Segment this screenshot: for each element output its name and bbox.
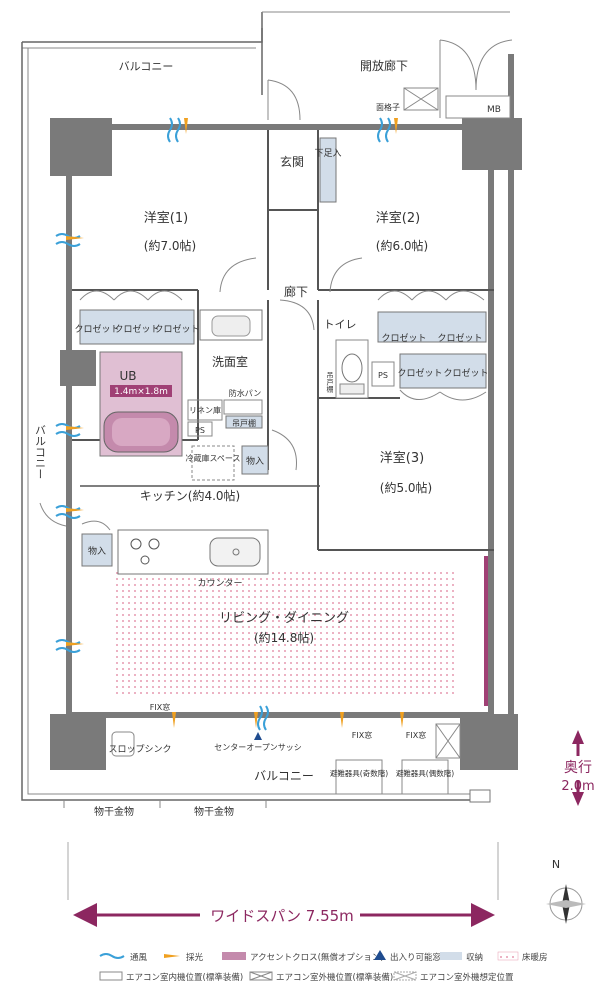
escape-even-label: 避難器具(偶数階) [396, 768, 454, 778]
legend-heating: 床暖房 [522, 952, 548, 963]
legend-ac-indoor-icon [99, 971, 123, 981]
legend-ac-indoor: エアコン室内機位置(標準装備) [126, 972, 243, 983]
storage-kitchen [241, 445, 269, 475]
ps-label-2: PS [378, 371, 388, 380]
toilet-bowl [341, 353, 363, 383]
room2-size: (約6.0帖) [376, 238, 428, 253]
legend-accent: アクセントクロス(無償オプション) [250, 952, 384, 963]
room3-size: (約5.0帖) [380, 480, 432, 495]
slop-sink [111, 731, 135, 757]
room3-name: 洋室(3) [380, 450, 424, 466]
ub-label: UB [119, 369, 136, 383]
legend-access-icon [374, 950, 386, 960]
kitchen-label: キッチン(約4.0帖) [140, 488, 240, 503]
legend-daylight-icon [164, 954, 180, 958]
fix-window-2: FIX窓 [352, 730, 372, 740]
storage-lower-label: 物入 [88, 545, 106, 557]
shoe-storage [319, 137, 337, 203]
balcony-side-label: バルコニー [34, 425, 47, 480]
legend-ventilation-icon [99, 953, 125, 959]
laundry-pole-1: 物干金物 [94, 805, 134, 818]
laundry-pole-2: 物干金物 [194, 805, 234, 818]
interior-walls [72, 130, 494, 551]
closet-2a-label: クロゼット [381, 332, 426, 344]
escape-hatch-even [401, 759, 449, 795]
room2-name: 洋室(2) [376, 210, 420, 226]
center-sash-label: センターオープンサッシ [214, 743, 302, 752]
corridor-label: 開放廊下 [360, 58, 408, 73]
balcony-top-label: バルコニー [119, 60, 174, 73]
legend-accent-icon [222, 952, 246, 960]
balcony-bottom-label: バルコニー [254, 769, 314, 783]
grille-label: 面格子 [376, 102, 400, 112]
wide-span-label: ワイドスパン 7.55m [210, 907, 354, 925]
mb-label: MB [487, 105, 501, 115]
living-size: (約14.8帖) [254, 630, 314, 645]
corridor-windows [439, 39, 513, 119]
counter-label: カウンター [197, 578, 242, 589]
closet-1b-label: クロゼット [114, 323, 159, 335]
closet-1c-label: クロゼット [154, 323, 199, 335]
escape-odd-label: 避難器具(奇数階) [330, 768, 388, 778]
fix-window-1: FIX窓 [150, 702, 170, 712]
toilet-label: トイレ [324, 318, 357, 331]
balcony-railing [21, 11, 510, 801]
closets-room3: クロゼット クロゼット [397, 353, 489, 401]
daylight-markers [66, 118, 404, 728]
ac-outdoor-assumed-2 [469, 789, 491, 803]
compass-icon: N [546, 858, 586, 924]
room1-size: (約7.0帖) [144, 238, 196, 253]
washroom-label: 洗面室 [212, 354, 248, 369]
accent-wall [484, 556, 488, 706]
hanging-shelf-wash [225, 415, 263, 429]
stove-icon [130, 538, 160, 565]
waterproof-pan-label: 防水パン [229, 388, 261, 398]
floor-heating-area [112, 568, 456, 698]
hallway-label: 廊下 [284, 284, 308, 299]
ub-size-label: 1.4m×1.8m [114, 387, 168, 397]
storage-kitchen-label: 物入 [246, 455, 264, 467]
sink-icon [209, 537, 261, 567]
ps-label-1: PS [195, 426, 205, 435]
closet-3b-label: クロゼット [443, 367, 488, 379]
legend: 通風 採光 アクセントクロス(無償オプション) 出入り可能窓 収納 床暖房 エア… [99, 950, 548, 983]
legend-access: 出入り可能窓 [390, 952, 442, 963]
closet-1a-label: クロゼット [74, 323, 119, 335]
closet-3a-label: クロゼット [397, 367, 442, 379]
room1-name: 洋室(1) [144, 210, 188, 226]
unit-bath-size-bar [110, 385, 172, 397]
legend-storage-icon [440, 952, 462, 960]
legend-ac-outdoor: エアコン室外機位置(標準装備) [276, 972, 393, 983]
fix-window-3: FIX窓 [406, 730, 426, 740]
slop-sink-label: スロップシンク [108, 744, 171, 755]
closets-room2: クロゼット クロゼット [377, 290, 487, 344]
doors [39, 79, 363, 531]
shoe-storage-label: 下足入 [314, 148, 341, 159]
fridge-space-label: 冷蔵庫スペース [185, 453, 240, 463]
hanging-shelf-v-label: 吊戸棚 [326, 372, 334, 394]
closets-room1: クロゼット クロゼット クロゼット [74, 290, 200, 345]
closet-2b-label: クロゼット [437, 332, 482, 344]
linen-label: リネン庫 [189, 405, 221, 415]
exterior-walls [50, 54, 522, 770]
legend-storage: 収納 [466, 952, 483, 963]
entrance-label: 玄関 [280, 154, 304, 169]
depth-value: 2.0m [561, 779, 594, 794]
legend-ventilation: 通風 [130, 952, 148, 963]
access-window-marker [254, 732, 262, 740]
depth-dimension: 奥行 2.0m [561, 730, 595, 806]
laundry-pole-lines [63, 800, 267, 808]
hanging-shelf-label: 吊戸棚 [232, 418, 256, 428]
depth-label: 奥行 [564, 759, 592, 776]
fridge-space [191, 445, 235, 481]
storage-lower [81, 533, 113, 567]
living-name: リビング・ダイニング [219, 611, 349, 626]
wide-span-dimension: ワイドスパン 7.55m [67, 842, 499, 927]
escape-hatch-odd [335, 759, 383, 795]
compass-north: N [552, 858, 560, 871]
legend-ac-assumed: エアコン室外機想定位置 [420, 972, 514, 983]
legend-daylight: 採光 [186, 952, 204, 963]
legend-heating-icon [497, 951, 519, 961]
